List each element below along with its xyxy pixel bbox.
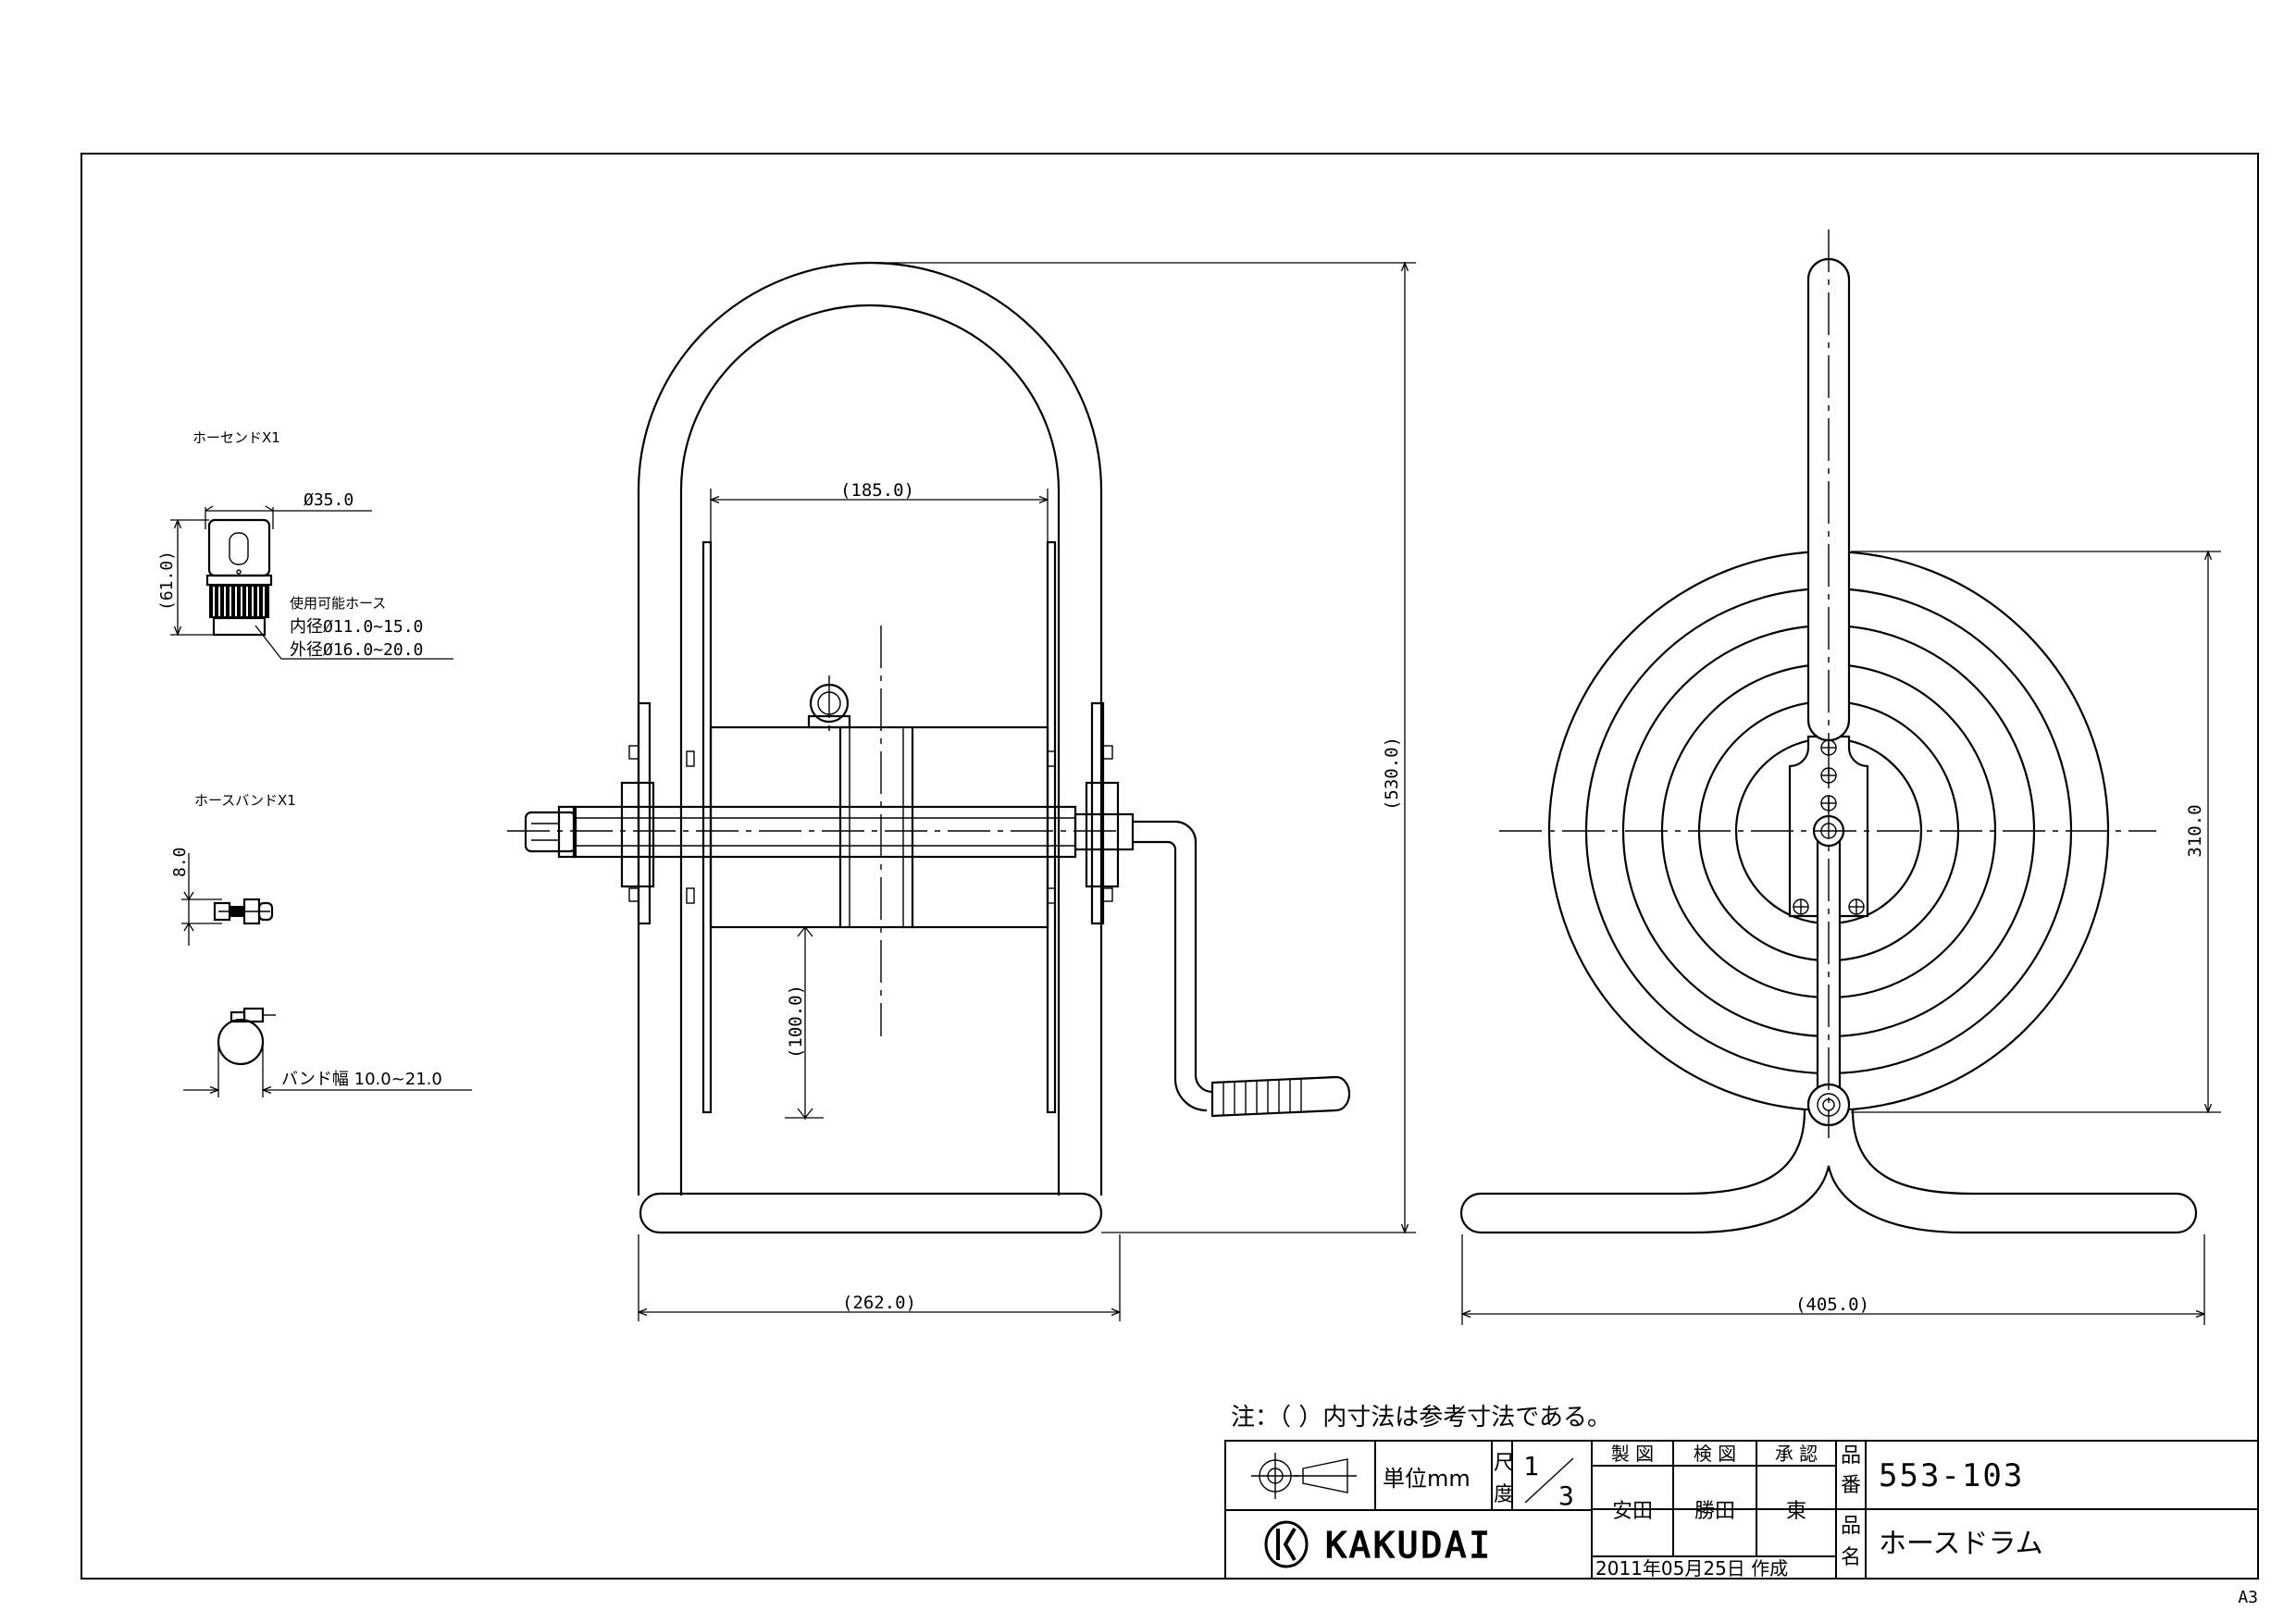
dim-front-base-width: (262.0)	[842, 1293, 916, 1313]
dim-drum-radius: (100.0)	[786, 985, 806, 1059]
crank-arm	[1133, 820, 1213, 1094]
units-label: 単位mm	[1383, 1466, 1471, 1492]
hose-end-knurl	[209, 585, 269, 618]
crank-grip	[1210, 1075, 1351, 1118]
drum-flange-right	[1046, 540, 1057, 1114]
checked-by: 勝田	[1694, 1500, 1735, 1523]
sheet-size: A3	[2238, 1588, 2258, 1607]
part-name: ホースドラム	[1879, 1528, 2043, 1560]
projection-symbol-icon	[1251, 1453, 1357, 1499]
dim-hose-band-width: 8.0	[170, 847, 190, 877]
scale-denominator: 3	[1558, 1481, 1574, 1511]
part-name-label-1: 品	[1841, 1515, 1861, 1538]
hose-band-detail: ホースバンドX1 8.0 バンド幅 10.0~21.0	[170, 792, 472, 1097]
side-base-legs	[1459, 1109, 2198, 1234]
approved-by: 東	[1786, 1500, 1806, 1523]
dim-hose-end-diameter: Ø35.0	[304, 490, 354, 510]
checked-label: 検 図	[1694, 1443, 1736, 1465]
usable-hose-label: 使用可能ホース	[290, 595, 386, 612]
front-base	[639, 1192, 1103, 1234]
hose-coupler	[524, 811, 577, 853]
hose-end-title: ホーセンドX1	[192, 429, 280, 446]
title-block: 単位mm 尺 度 1 3 製 図 検 図 承 認 安田 勝田 東 2011年05…	[1224, 1440, 2259, 1580]
drawing-date: 2011年05月25日 作成	[1595, 1557, 1788, 1580]
dim-side-base-width: (405.0)	[1795, 1295, 1869, 1315]
part-name-label-2: 名	[1841, 1546, 1861, 1569]
drawn-by: 安田	[1612, 1500, 1653, 1523]
scale-numerator: 1	[1523, 1451, 1539, 1481]
drawn-label: 製 図	[1611, 1443, 1654, 1465]
scale-label-2: 度	[1494, 1483, 1514, 1506]
part-no-label-2: 番	[1841, 1474, 1861, 1497]
hose-band-range: バンド幅 10.0~21.0	[281, 1070, 442, 1089]
dim-hose-end-height: (61.0)	[157, 551, 177, 611]
hose-inner-diameter: 内径Ø11.0~15.0	[290, 617, 423, 637]
side-view: 310.0 (405.0)	[1459, 229, 2221, 1325]
front-frame-inner	[679, 304, 1061, 703]
drawing-frame	[81, 153, 2259, 1580]
dim-front-height: (530.0)	[1382, 737, 1402, 811]
part-number: 553-103	[1879, 1457, 2024, 1494]
hose-end-detail: ホーセンドX1 Ø35.0 (61.0) 使	[157, 429, 453, 660]
company-name: KAKUDAI	[1325, 1525, 1493, 1566]
hose-band-ring	[217, 1018, 265, 1066]
hose-end-body	[207, 518, 271, 577]
part-no-label-1: 品	[1841, 1444, 1861, 1468]
front-view: (185.0) (530.0) (100.0) (262.0)	[507, 261, 1416, 1321]
reference-note: 注：（ ）内寸法は参考寸法である。	[1231, 1404, 1611, 1431]
hose-outer-diameter: 外径Ø16.0~20.0	[290, 640, 423, 660]
hose-band-title: ホースバンドX1	[194, 792, 296, 809]
kakudai-logo: KAKUDAI	[1264, 1520, 1493, 1568]
dim-front-top-width: (185.0)	[840, 480, 914, 501]
drum-body	[709, 725, 1049, 929]
drum-flange-left	[701, 540, 713, 1114]
approved-label: 承 認	[1775, 1443, 1818, 1465]
scale-label-1: 尺	[1494, 1452, 1514, 1475]
dim-coil-diameter: 310.0	[2185, 804, 2205, 857]
